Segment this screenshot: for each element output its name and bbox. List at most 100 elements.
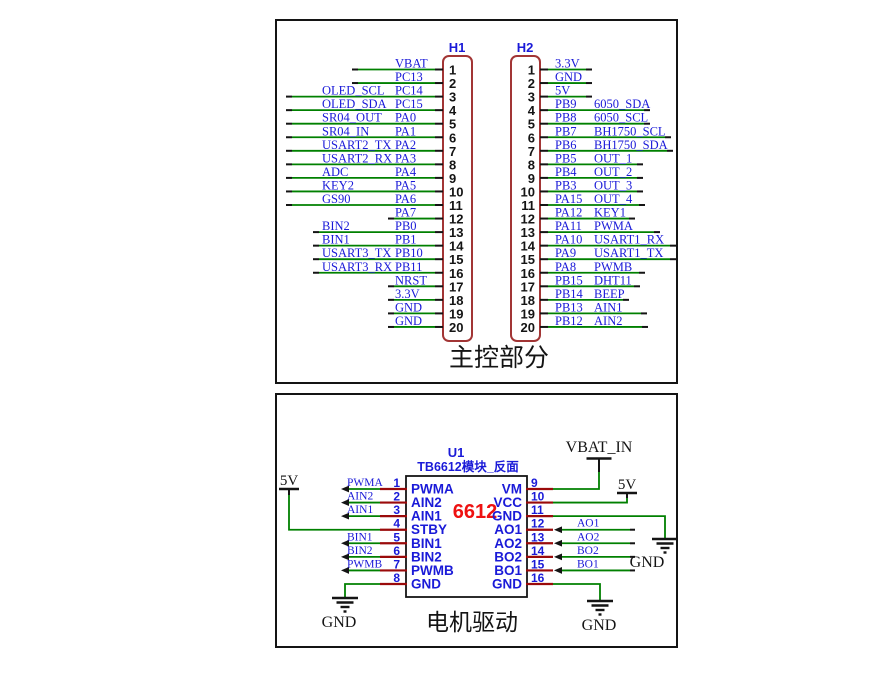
pin-number: 6 — [528, 130, 535, 145]
pin-number: 1 — [528, 63, 535, 78]
pin-name: PB7 — [555, 124, 577, 138]
pin-number: 15 — [521, 252, 535, 267]
ground-symbol-left — [332, 596, 358, 613]
pin-name: GND — [555, 70, 582, 84]
pin-name: PB3 — [555, 178, 577, 192]
net-arrow — [341, 553, 349, 561]
h2-pin-row: 6 PB7 BH1750_SCL — [528, 124, 671, 145]
pin-name: BO1 — [494, 563, 522, 578]
h1-pin-row: 183.3V — [388, 287, 463, 308]
pin-name: PB0 — [395, 219, 417, 233]
net-label: KEY1 — [594, 206, 626, 220]
net-label: USART1_RX — [594, 233, 664, 247]
pin-name: VM — [502, 482, 522, 497]
net-label: OLED_SCL — [322, 84, 385, 98]
pin-name: AO2 — [494, 536, 522, 551]
pin-number: 2 — [393, 490, 400, 504]
net-arrow — [554, 553, 562, 561]
pin-name: PA9 — [555, 246, 576, 260]
ground-label-right: GND — [582, 617, 617, 634]
pin-number: 6 — [449, 130, 456, 145]
pin-number: 9 — [531, 476, 538, 490]
net-label: USART3_TX — [322, 246, 391, 260]
pin-number: 7 — [393, 557, 400, 571]
pin-name: PB13 — [555, 300, 583, 314]
pin-name: NRST — [395, 273, 427, 287]
net-label: USART2_RX — [322, 151, 392, 165]
h1-connector-body — [442, 55, 473, 342]
pin-number: 12 — [521, 212, 535, 227]
power-wire — [553, 472, 600, 490]
net-label: PWMA — [347, 477, 383, 489]
net-label: BO1 — [577, 558, 599, 570]
power-wire — [553, 498, 628, 504]
pin-name: BO2 — [494, 549, 522, 564]
pin-number: 8 — [528, 157, 535, 172]
power-label-5v-left: 5V — [280, 473, 299, 489]
pin-name: GND — [395, 314, 422, 328]
pin-number: 2 — [528, 76, 535, 91]
net-label: USART1_TX — [594, 246, 663, 260]
pin-name: PA12 — [555, 206, 582, 220]
net-label: OUT_3 — [594, 178, 632, 192]
pin-name: AIN1 — [411, 509, 442, 524]
pin-name: STBY — [411, 522, 447, 537]
net-arrow — [341, 512, 349, 520]
pin-number: 1 — [393, 476, 400, 490]
pin-number: 19 — [449, 306, 463, 321]
h1-designator: H1 — [449, 40, 466, 55]
pin-number: 5 — [449, 117, 456, 132]
ground-wire — [553, 583, 601, 601]
pin-number: 3 — [528, 90, 535, 105]
net-label: BH1750_SDA — [594, 138, 668, 152]
pin-name: PA15 — [555, 192, 582, 206]
ground-symbol-mid — [652, 537, 678, 554]
pin-name: PC13 — [395, 70, 423, 84]
pin-number: 9 — [449, 171, 456, 186]
pin-number: 10 — [521, 184, 535, 199]
section-frame-top — [275, 19, 678, 384]
net-label: AO2 — [577, 531, 600, 543]
net-label: BH1750_SCL — [594, 124, 666, 138]
pin-name: BIN1 — [411, 536, 442, 551]
power-label-vbat-in: VBAT_IN — [566, 439, 633, 456]
net-label: PWMB — [347, 558, 382, 570]
pin-number: 8 — [393, 571, 400, 585]
pin-name: GND — [492, 509, 522, 524]
h2-pin-row: 2 GND — [528, 70, 592, 91]
net-label: USART3_RX — [322, 260, 392, 274]
net-label: OUT_2 — [594, 165, 632, 179]
net-arrow — [554, 539, 562, 547]
pin-name: AO1 — [494, 522, 522, 537]
pin-name: PA3 — [395, 151, 416, 165]
